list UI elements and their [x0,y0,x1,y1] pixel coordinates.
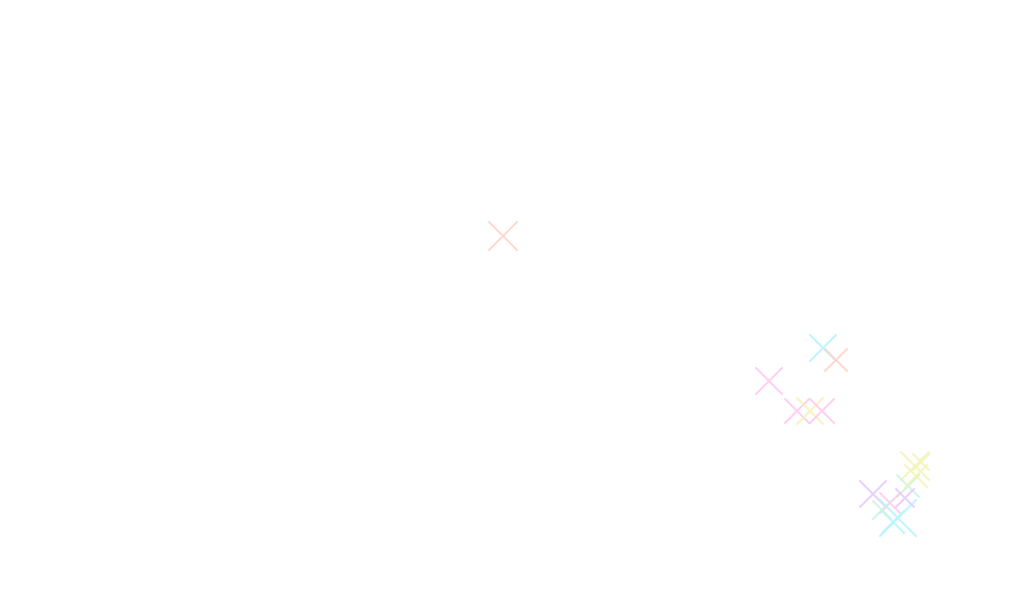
sparkle-icon [904,464,928,488]
sparkle-icon [809,398,835,424]
sparkle-icon [824,348,848,372]
sparkle-icon [796,397,824,425]
sparkle-icon [895,488,915,508]
sparkle-icon [900,451,930,481]
sparkle-icon [755,367,783,395]
sparkle-icon [912,453,930,471]
sparkle-icon [784,398,810,424]
sparkle-icon [488,221,518,251]
sparkle-icon [872,500,892,520]
